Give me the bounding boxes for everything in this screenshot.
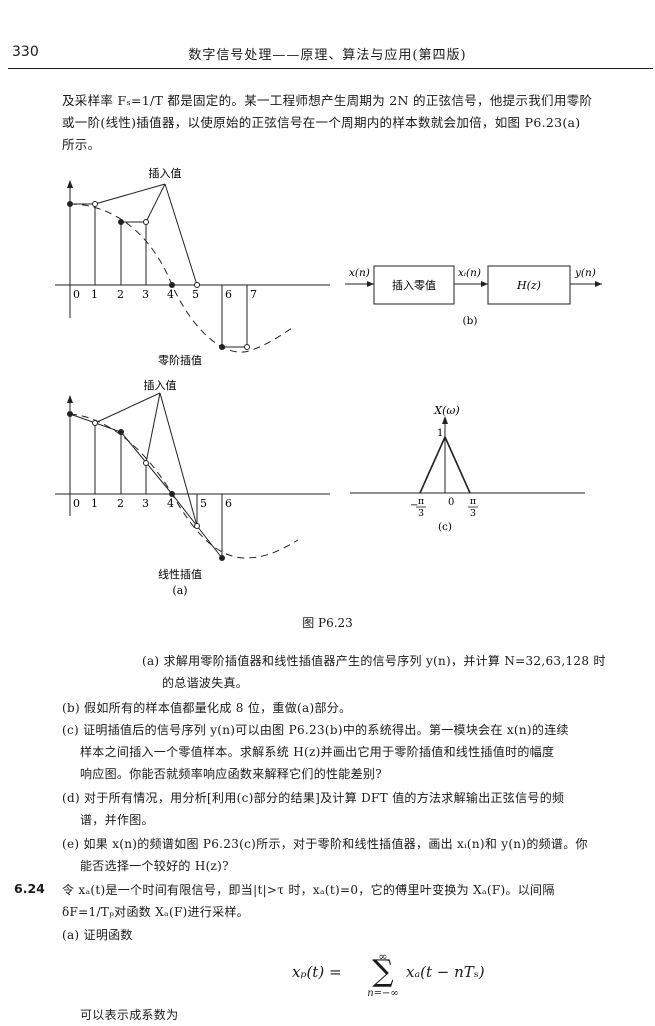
problem-closing: 可以表示成系数为 <box>80 1008 179 1022</box>
formula-lhs: xₚ(t) = <box>292 963 342 981</box>
spectrum-origin: 0 <box>448 497 454 508</box>
book-title: 数字信号处理——原理、算法与应用(第四版) <box>188 48 467 63</box>
zoh-tick-2: 2 <box>117 288 124 301</box>
figure-caption: 图 P6.23 <box>302 616 353 630</box>
zoh-tick-0: 0 <box>73 288 80 301</box>
zoh-sine-curve <box>69 203 293 353</box>
lin-sample-2 <box>118 429 124 435</box>
lin-tick-5: 5 <box>200 497 207 510</box>
lin-tick-labels: 0 1 2 3 4 5 6 <box>73 497 232 510</box>
spectrum-pos-tick-bot: 3 <box>470 508 476 519</box>
hz-label: H(z) <box>516 279 541 292</box>
zoh-inserted-label: 插入值 <box>149 166 182 180</box>
spectrum-pos-tick-top: π <box>470 496 476 507</box>
lin-tick-6: 6 <box>225 497 232 510</box>
spectrum-sub: (c) <box>438 521 452 533</box>
zoh-sample-4 <box>169 282 175 288</box>
zoh-tick-7: 7 <box>250 288 257 301</box>
problem-line-2: δF=1/Tₚ对函数 Xₐ(F)进行采样。 <box>62 905 250 919</box>
spectrum-neg-tick-top: π <box>418 496 424 507</box>
zoh-tick-1: 1 <box>91 288 98 301</box>
zoh-insert-1 <box>92 201 98 207</box>
lin-tick-4: 4 <box>167 497 174 510</box>
zoh-tick-6: 6 <box>225 288 232 301</box>
zoh-tick-5: 5 <box>192 288 199 301</box>
lin-caption: 线性插值 <box>158 567 202 581</box>
item-a-line-2: 的总谐波失真。 <box>162 676 249 690</box>
spectrum-triangle <box>419 435 471 494</box>
zoh-tick-3: 3 <box>142 288 149 301</box>
item-b: (b) 假如所有的样本值都量化成 8 位，重做(a)部分。 <box>62 701 352 715</box>
lin-tick-1: 1 <box>91 497 98 510</box>
block-mid-label: xᵢ(n) <box>458 267 481 279</box>
zoh-pointer-3 <box>145 183 166 223</box>
zoh-caption: 零阶插值 <box>158 353 202 367</box>
zoh-tick-4: 4 <box>167 288 174 301</box>
block-diagram <box>345 265 602 305</box>
lin-sample-0 <box>67 411 73 417</box>
spectrum-neg-sign: − <box>410 500 418 511</box>
block-sub: (b) <box>463 315 478 327</box>
item-d-line-2: 谱，并作图。 <box>80 813 154 827</box>
block-output-label: y(n) <box>574 267 596 279</box>
lin-panel <box>55 392 330 561</box>
lin-inserted-label: 插入值 <box>144 378 177 392</box>
lin-pointer-5 <box>159 392 198 527</box>
intro-line-3: 所示。 <box>62 137 101 152</box>
item-a-line-1: (a) 求解用零阶插值器和线性插值器产生的信号序列 y(n)，并计算 N=32,… <box>142 654 606 668</box>
problem-line-1: 令 xₐ(t)是一个时间有限信号，即当|t|>τ 时，xₐ(t)=0，它的傅里叶… <box>62 883 555 897</box>
spectrum-panel <box>350 416 585 494</box>
lin-sample-6 <box>219 555 225 561</box>
zoh-pointer-5 <box>164 183 198 286</box>
zoh-sample-2 <box>118 219 124 225</box>
lin-insert-5 <box>194 523 200 529</box>
zoh-y-arrow <box>67 180 73 188</box>
problem-number: 6.24 <box>14 881 45 896</box>
lin-pointer-3 <box>145 392 161 464</box>
item-e-line-1: (e) 如果 x(n)的频谱如图 P6.23(c)所示，对于零阶和线性插值器，画… <box>62 837 588 851</box>
lin-tick-0: 0 <box>73 497 80 510</box>
formula-sum-top: ∞ <box>378 950 388 963</box>
lin-insert-3 <box>143 460 149 466</box>
zoh-insert-5 <box>194 282 200 288</box>
page-number: 330 <box>12 44 39 60</box>
lin-y-arrow <box>67 395 73 403</box>
zoh-insert-7 <box>244 344 250 350</box>
zoh-panel <box>55 180 330 353</box>
zoh-pointer-1 <box>94 183 166 205</box>
lin-insert-1 <box>92 420 98 426</box>
lin-tick-2: 2 <box>117 497 124 510</box>
item-c-line-3: 响应图。你能否就频率响应函数来解释它们的性能差别? <box>80 767 382 781</box>
header-rule <box>8 68 653 69</box>
formula-rhs: xₐ(t − nTₛ) <box>406 963 485 981</box>
zoh-tick-labels: 0 1 2 3 4 5 6 7 <box>73 288 257 301</box>
lin-pointer-1 <box>94 392 161 424</box>
lin-sub: (a) <box>172 584 187 597</box>
zoh-insert-3 <box>143 219 149 225</box>
spectrum-peak-label: 1 <box>437 428 443 439</box>
formula-sum: ∑ <box>372 954 394 989</box>
item-c-line-2: 样本之间插入一个零值样本。求解系统 H(z)并画出它用于零阶插值和线性插值时的幅… <box>80 745 555 759</box>
hz-box <box>487 265 571 305</box>
insert-zero-label: 插入零值 <box>392 278 436 292</box>
intro-line-1: 及采样率 Fₛ=1/T 都是固定的。某一工程师想产生周期为 2N 的正弦信号，他… <box>62 93 593 108</box>
item-c-line-1: (c) 证明插值后的信号序列 y(n)可以由图 P6.23(b)中的系统得出。第… <box>62 723 569 737</box>
spectrum-neg-tick-bot: 3 <box>418 508 424 519</box>
item-e-line-2: 能否选择一个较好的 H(z)? <box>80 859 229 873</box>
lin-sample-4 <box>169 491 175 497</box>
formula-sum-bottom: n=−∞ <box>367 988 399 999</box>
spectrum-ylabel: X(ω) <box>433 404 459 417</box>
insert-zero-box <box>373 265 455 305</box>
intro-line-2: 或一阶(线性)插值器，以使原始的正弦信号在一个周期内的样本数就会加倍，如图 P6… <box>62 115 581 130</box>
problem-sub-a: (a) 证明函数 <box>62 928 133 942</box>
block-input-label: x(n) <box>349 267 370 279</box>
figure-p6-23: 插入值 0 1 2 3 4 5 6 7 零阶插值 插入值 0 1 <box>55 166 602 597</box>
item-d-line-1: (d) 对于所有情况，用分析[利用(c)部分的结果]及计算 DFT 值的方法求解… <box>62 791 565 805</box>
lin-tick-3: 3 <box>142 497 149 510</box>
lin-sine-curve <box>69 413 299 559</box>
zoh-sample-6 <box>219 344 225 350</box>
zoh-sample-0 <box>67 201 73 207</box>
